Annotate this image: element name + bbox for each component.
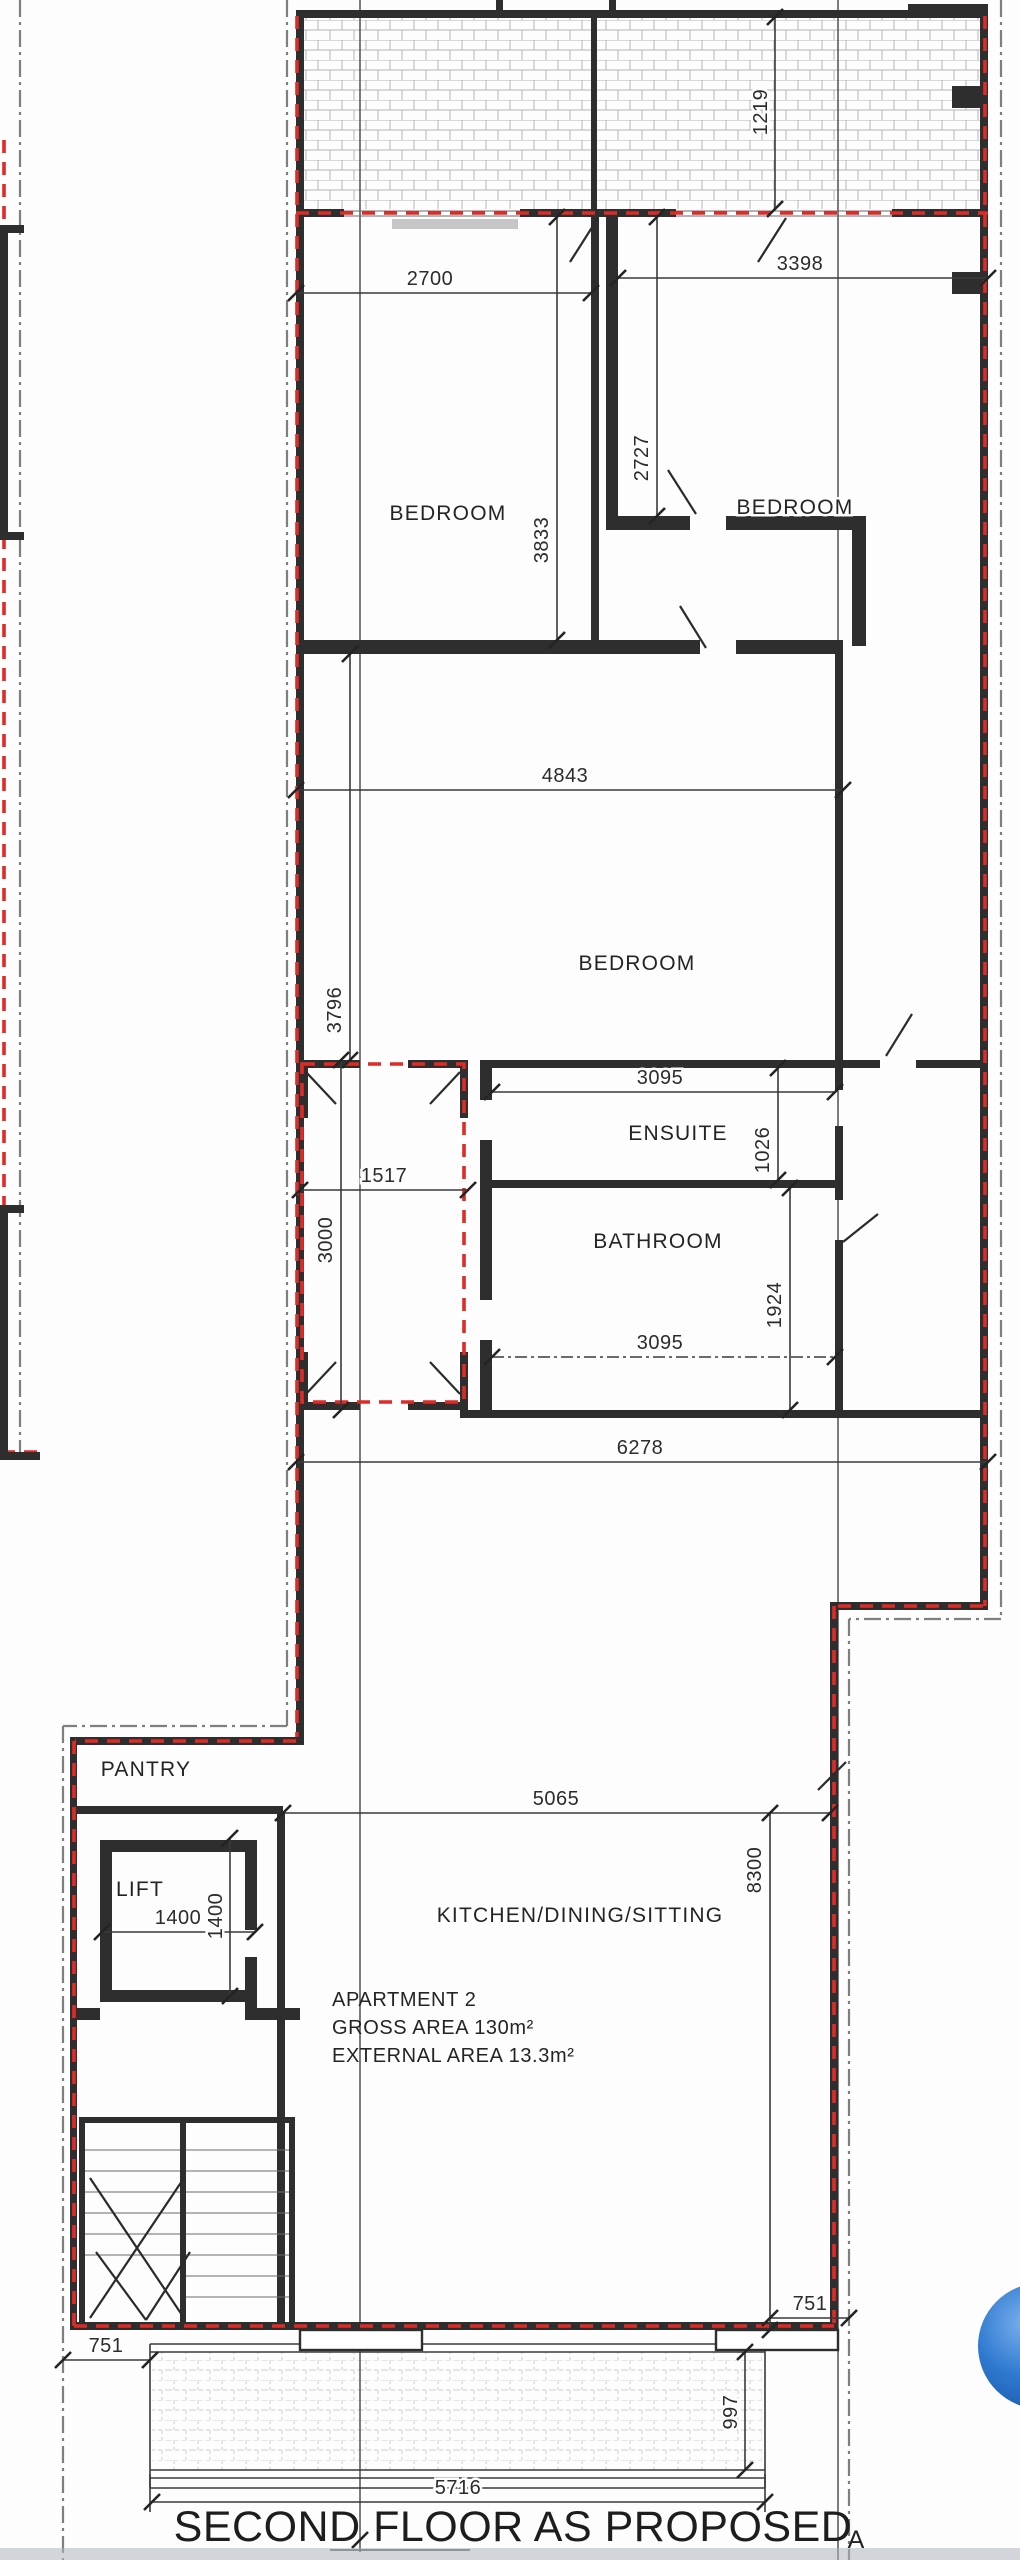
- dim-bedroom-right-depth: 2727: [631, 435, 653, 482]
- room-label-bedroom-right: BEDROOM: [737, 496, 854, 519]
- dim-kitchen-depth: 8300: [744, 1847, 766, 1894]
- neighbour-walls: [0, 225, 40, 1460]
- dim-balcony-offset-right: 751: [793, 2293, 828, 2315]
- dim-shaft-width: 1517: [361, 1165, 408, 1187]
- dim-shaft-depth: 3000: [315, 1217, 337, 1264]
- dim-lift-width: 1400: [155, 1907, 202, 1929]
- door-swing-ticks: [305, 217, 913, 1791]
- dim-ensuite-width: 3095: [637, 1067, 684, 1089]
- dim-bedroom-left-width: 2700: [407, 268, 454, 290]
- dim-balcony-offset-left: 751: [89, 2335, 124, 2357]
- blue-logo-badge: [978, 2286, 1020, 2406]
- floor-title: SECOND FLOOR AS PROPOSED: [174, 2503, 853, 2551]
- walls-layer: [70, 0, 988, 2330]
- dim-bathroom-depth: 1924: [764, 1282, 786, 1329]
- window-lines: [344, 210, 892, 229]
- apartment-note-line2: GROSS AREA 130m²: [332, 2017, 534, 2039]
- dim-block-width: 6278: [617, 1437, 664, 1459]
- dimension-ticks: [54, 8, 997, 2549]
- section-marker-a: A: [848, 2526, 865, 2554]
- room-label-bathroom: BATHROOM: [593, 1230, 722, 1253]
- room-label-lift: LIFT: [116, 1878, 164, 1901]
- dim-balcony-depth: 997: [720, 2395, 742, 2430]
- dim-bedroom-middle-depth: 3796: [324, 987, 346, 1034]
- room-label-pantry: PANTRY: [101, 1758, 191, 1781]
- dim-balcony-width: 5716: [435, 2477, 482, 2499]
- apartment-note-line1: APARTMENT 2: [332, 1989, 476, 2011]
- top-terrace-hatch: [304, 17, 980, 209]
- apartment-note-line3: EXTERNAL AREA 13.3m²: [332, 2045, 574, 2067]
- room-label-ensuite: ENSUITE: [628, 1122, 727, 1145]
- dim-bedroom-left-depth: 3833: [531, 517, 553, 564]
- room-label-bedroom-left: BEDROOM: [390, 502, 507, 525]
- dimension-lines: [63, 17, 988, 2551]
- red-boundary-lines: [2, 16, 988, 2328]
- balcony-edges: [149, 2328, 840, 2489]
- dim-bedroom-right-width: 3398: [777, 253, 824, 275]
- room-label-kitchen: KITCHEN/DINING/SITTING: [437, 1904, 724, 1927]
- property-boundary-lines: [18, 0, 1003, 2560]
- dim-kitchen-width: 5065: [533, 1788, 580, 1810]
- stair-treads: [85, 2149, 289, 2321]
- bottom-balcony-hatch: [152, 2352, 762, 2470]
- room-label-bedroom-middle: BEDROOM: [579, 952, 696, 975]
- dim-bedroom-middle-width: 4843: [542, 765, 589, 787]
- dim-lift-depth: 1400: [205, 1893, 227, 1940]
- dim-bathroom-width: 3095: [637, 1332, 684, 1354]
- dim-terrace-depth: 1219: [750, 89, 772, 136]
- dim-ensuite-depth: 1026: [752, 1127, 774, 1174]
- sheet-edge-shadow: [0, 2548, 1020, 2560]
